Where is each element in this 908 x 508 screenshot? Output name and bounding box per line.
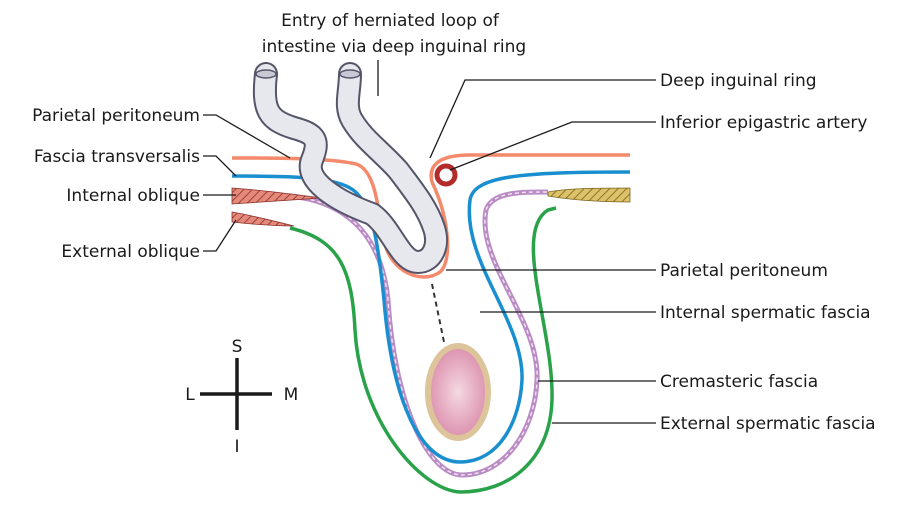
title-line-2: intestine via deep inguinal ring bbox=[262, 37, 526, 57]
leader-deep-inguinal-ring bbox=[430, 80, 656, 158]
label-inferior-epigastric-artery: Inferior epigastric artery bbox=[660, 113, 868, 133]
title-line-1: Entry of herniated loop of bbox=[281, 11, 500, 31]
compass-medial-label: M bbox=[284, 385, 299, 405]
leader-fascia-transversalis bbox=[203, 156, 236, 176]
external-oblique-muscle bbox=[232, 212, 294, 226]
label-internal-spermatic-fascia: Internal spermatic fascia bbox=[660, 303, 871, 323]
label-fascia-transversalis: Fascia transversalis bbox=[34, 147, 200, 167]
label-internal-oblique: Internal oblique bbox=[66, 186, 200, 206]
label-deep-inguinal-ring: Deep inguinal ring bbox=[660, 71, 817, 91]
label-parietal-peritoneum-left: Parietal peritoneum bbox=[32, 106, 200, 126]
intestine-open-end-left bbox=[256, 70, 276, 78]
leader-external-oblique bbox=[203, 220, 236, 251]
compass-inferior-label: I bbox=[234, 437, 239, 457]
right-oblique-muscle bbox=[548, 188, 630, 202]
intestine-open-end-right bbox=[340, 70, 360, 78]
compass-superior-label: S bbox=[232, 337, 243, 357]
processus-vaginalis-remnant bbox=[432, 284, 444, 342]
label-external-spermatic-fascia: External spermatic fascia bbox=[660, 414, 876, 434]
orientation-compass: S I L M bbox=[185, 337, 298, 457]
label-parietal-peritoneum-right: Parietal peritoneum bbox=[660, 261, 828, 281]
testis bbox=[428, 346, 488, 438]
label-cremasteric-fascia: Cremasteric fascia bbox=[660, 372, 818, 392]
internal-oblique-muscle bbox=[232, 188, 322, 204]
compass-lateral-label: L bbox=[185, 385, 195, 405]
label-external-oblique: External oblique bbox=[61, 242, 200, 262]
leader-inferior-epigastric-artery bbox=[450, 122, 656, 170]
